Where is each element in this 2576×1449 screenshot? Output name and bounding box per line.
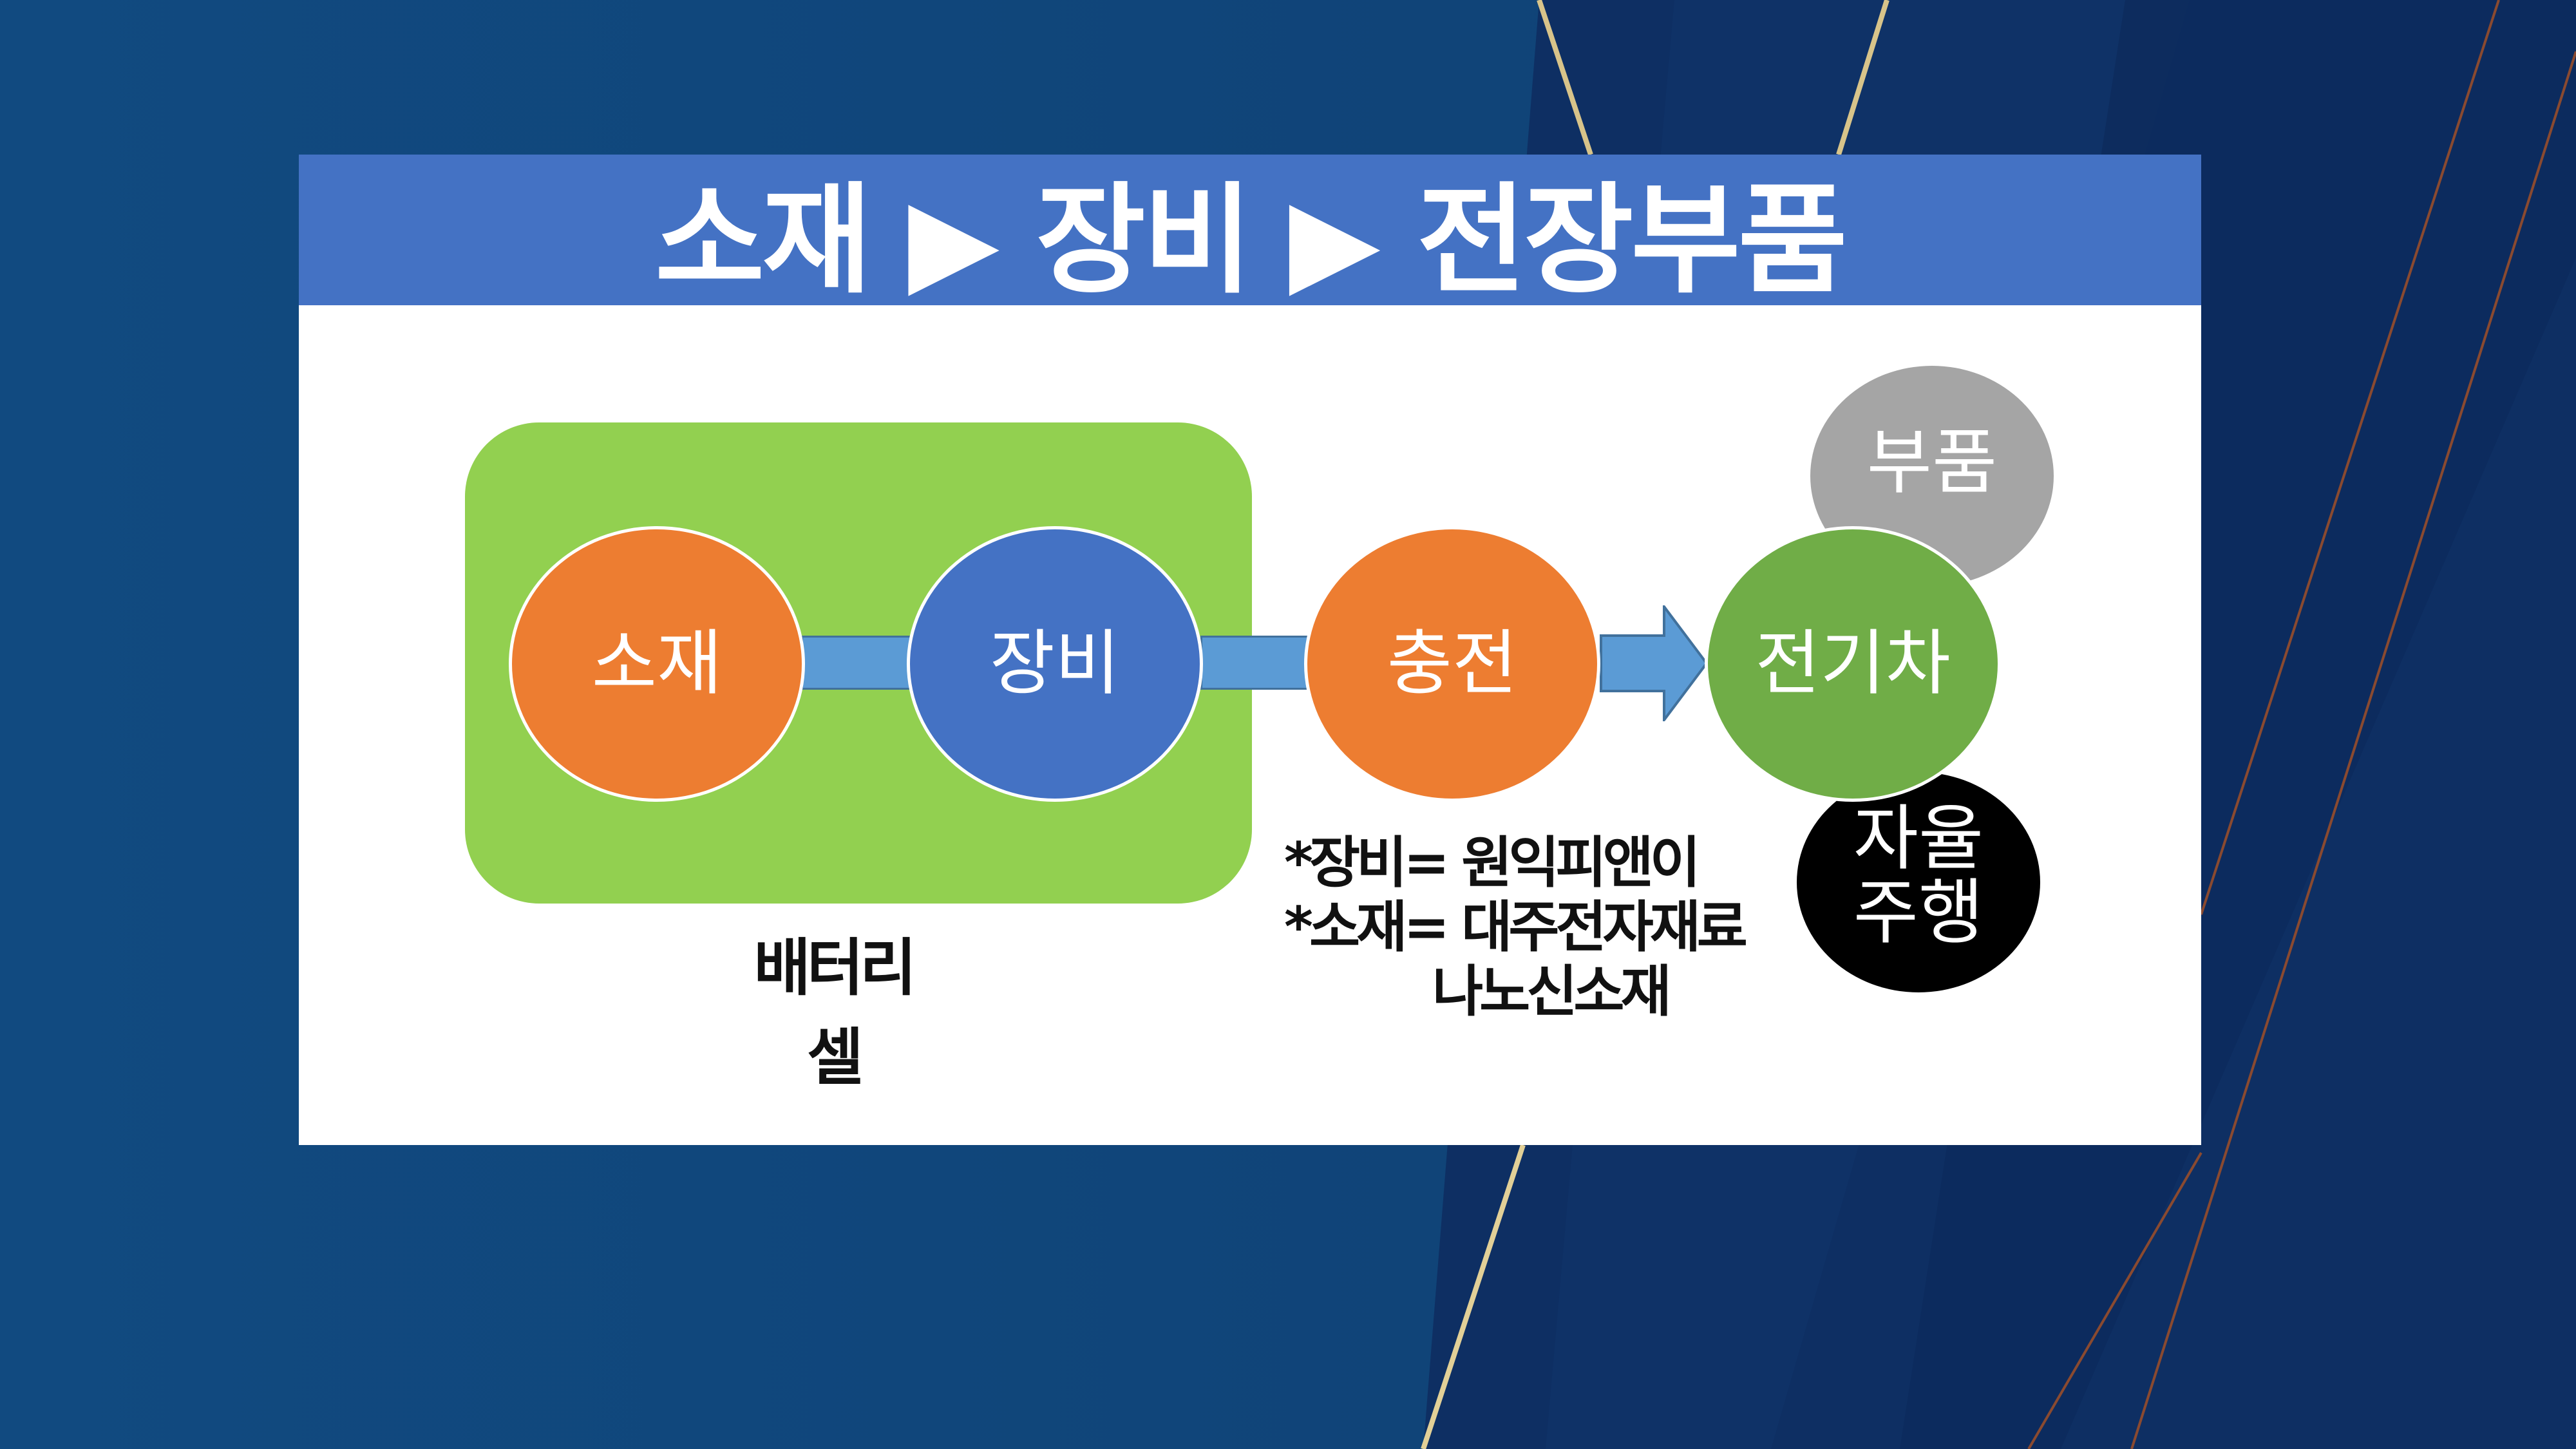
slide-card: 소재 ▶ 장비 ▶ 전장부품 소재 장비 충전 부품 자율 주행 전기차 배터리… [299, 155, 2201, 1145]
note-material: *소재= 대주전자재료 [1284, 895, 1748, 960]
battery-cell-label: 배터리 셀 [753, 932, 917, 1094]
node-electric-vehicle: 전기차 [1705, 526, 2001, 802]
node-material: 소재 [509, 526, 805, 802]
node-autonomous-line1: 자율 [1853, 797, 1984, 880]
node-autonomous-driving: 자율 주행 [1794, 769, 2043, 996]
note-equipment: *장비= 원익피앤이 [1284, 831, 1701, 895]
node-charging: 충전 [1304, 526, 1600, 802]
notes: *장비= 원익피앤이 *소재= 대주전자재료 나노신소재 [1284, 831, 1748, 1024]
note-material-2: 나노신소재 [1432, 960, 1672, 1024]
node-autonomous-line2: 주행 [1853, 871, 1984, 954]
arrow-right-icon [1600, 605, 1709, 721]
node-equipment: 장비 [907, 526, 1203, 802]
slide-title: 소재 ▶ 장비 ▶ 전장부품 [299, 155, 2201, 310]
